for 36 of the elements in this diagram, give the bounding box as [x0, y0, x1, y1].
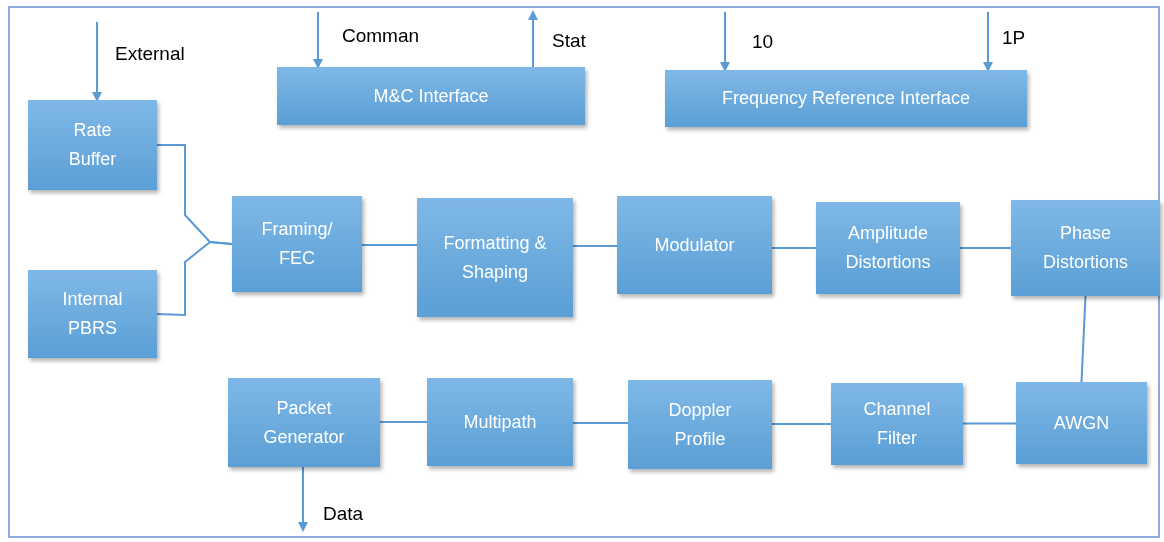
- connector-line: [771, 247, 817, 249]
- process-box: Packet Generator: [228, 378, 380, 467]
- arrow: [298, 466, 308, 532]
- arrow: [720, 11, 730, 72]
- edge-label: Stat: [552, 29, 586, 53]
- process-box: M&C Interface: [277, 67, 585, 125]
- connector-line: [379, 421, 428, 423]
- connector-line: [771, 423, 832, 425]
- connector-line: [361, 244, 418, 246]
- edge-label: 1P: [1002, 26, 1026, 50]
- arrow: [528, 10, 538, 68]
- edge-label: External: [115, 42, 185, 66]
- connector-line: [1080, 295, 1087, 383]
- connector-line: [959, 247, 1012, 249]
- process-box: Phase Distortions: [1011, 200, 1160, 296]
- connector-line: [156, 240, 233, 317]
- edge-label: 10: [752, 30, 774, 54]
- process-box: AWGN: [1016, 382, 1147, 464]
- process-box: Modulator: [617, 196, 772, 294]
- arrow: [92, 21, 102, 102]
- process-box: Internal PBRS: [28, 270, 157, 358]
- process-box: Channel Filter: [831, 383, 963, 465]
- process-box: Rate Buffer: [28, 100, 157, 190]
- process-box: Multipath: [427, 378, 573, 466]
- process-box: Frequency Reference Interface: [665, 70, 1027, 127]
- arrow: [983, 11, 993, 72]
- connector-line: [572, 422, 629, 424]
- edge-label: Comman: [342, 24, 420, 48]
- connector-line: [962, 422, 1017, 425]
- process-box: Formatting & Shaping: [417, 198, 573, 317]
- process-box: Framing/ FEC: [232, 196, 362, 292]
- arrow: [313, 11, 323, 69]
- process-box: Amplitude Distortions: [816, 202, 960, 294]
- edge-label: Data: [323, 502, 364, 526]
- connector-line: [572, 245, 618, 247]
- process-box: Doppler Profile: [628, 380, 772, 469]
